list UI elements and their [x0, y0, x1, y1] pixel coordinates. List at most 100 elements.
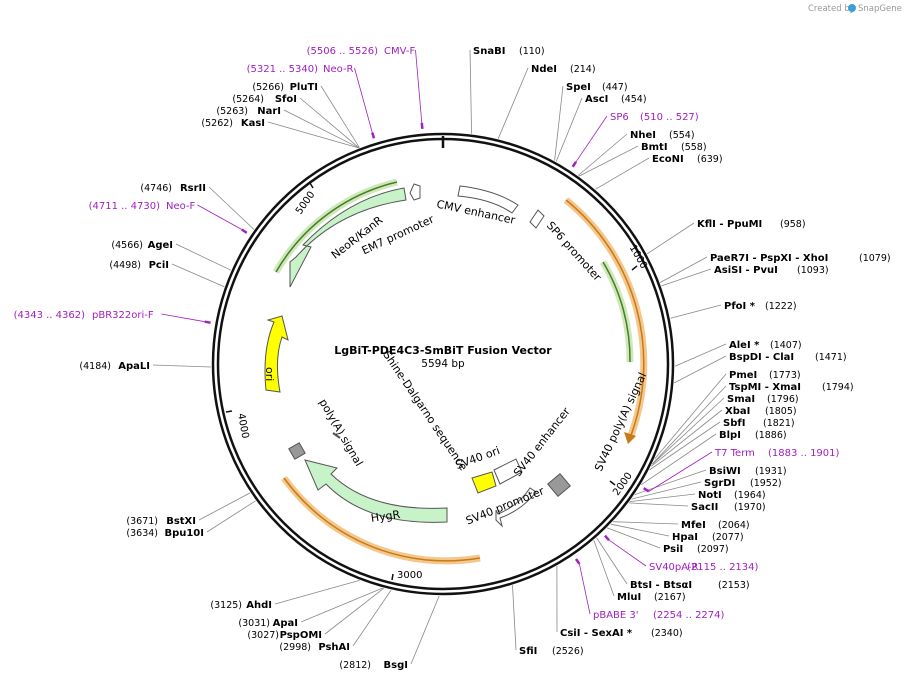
site-name-bsiwi[interactable]: BsiWI: [709, 466, 741, 477]
site-line-kasi: [268, 122, 359, 148]
site-pos-blpi: (1886): [755, 430, 787, 441]
site-line-noti: [630, 494, 695, 502]
site-name-bsgi[interactable]: BsgI: [384, 660, 408, 671]
site-pos-hpai: (2077): [712, 532, 744, 543]
site-name-asci[interactable]: AscI: [585, 94, 608, 105]
site-name-sfii[interactable]: SfiI: [519, 646, 537, 657]
site-pos-pluti: (5266): [252, 82, 284, 93]
site-pos-sgrdi: (1952): [750, 478, 782, 489]
primer-mark-neo-f: [242, 230, 247, 233]
site-name-pcii[interactable]: PciI: [149, 260, 169, 271]
site-name-csii-sexai[interactable]: CsiI - SexAI *: [560, 628, 633, 639]
site-name-hpai[interactable]: HpaI: [672, 532, 698, 543]
site-line-mfei: [613, 522, 678, 524]
site-pos-psii: (2097): [697, 544, 729, 555]
site-name-blpi[interactable]: BlpI: [719, 430, 741, 441]
feature-label-sv40-ori: SV40 ori: [454, 444, 502, 472]
polya-signal-feature[interactable]: [289, 443, 305, 459]
site-pos-bmti: (558): [681, 142, 707, 153]
feature-label-hygr: HygR: [370, 508, 401, 525]
site-name-apai[interactable]: ApaI: [273, 618, 298, 629]
site-line-bpu10i: [207, 501, 256, 532]
site-name-tspmi-xmai[interactable]: TspMI - XmaI: [729, 382, 801, 393]
sv40-polya-feature[interactable]: [548, 474, 571, 497]
site-name-bmti[interactable]: BmtI: [641, 142, 668, 153]
primer-name-t7-term[interactable]: T7 Term: [714, 448, 755, 459]
map-length: 5594 bp: [421, 358, 465, 370]
primer-mark-neo-r: [372, 133, 374, 139]
site-name-snabi[interactable]: SnaBI: [473, 46, 505, 57]
site-name-pshai[interactable]: PshAI: [318, 642, 350, 653]
site-labels: SnaBI(110)NdeI(214)SpeI(447)AscI(454)Nhe…: [79, 46, 890, 671]
site-line-pmei: [655, 374, 726, 459]
sv40-ori-feature[interactable]: [472, 472, 496, 493]
site-name-sbfi[interactable]: SbfI: [723, 418, 745, 429]
primer-line-sv40pa-r: [609, 540, 646, 566]
site-name-ndei[interactable]: NdeI: [531, 64, 557, 75]
site-name-bstxi[interactable]: BstXI: [166, 516, 196, 527]
em7-promoter-feature[interactable]: [410, 184, 420, 200]
site-name-noti[interactable]: NotI: [698, 490, 722, 501]
site-pos-econi: (639): [697, 154, 723, 165]
site-name-nhei[interactable]: NheI: [630, 130, 656, 141]
primer-mark-pbr322ori-f: [205, 322, 211, 323]
site-line-hpai: [611, 524, 669, 536]
primer-pos-sp6: (510 .. 527): [640, 112, 699, 123]
site-name-econi[interactable]: EcoNI: [652, 154, 684, 165]
map-title: LgBiT-PDE4C3-SmBiT Fusion Vector: [334, 344, 552, 357]
snapgene-logo-icon: [848, 4, 856, 12]
site-name-nari[interactable]: NarI: [257, 106, 281, 117]
sp6-promoter-feature[interactable]: [530, 210, 544, 228]
primer-name-pbabe-3[interactable]: pBABE 3': [593, 610, 639, 621]
tick-2000-mark: [610, 481, 615, 485]
primer-name-neo-r[interactable]: Neo-R: [323, 64, 354, 75]
primer-name-neo-f[interactable]: Neo-F: [166, 201, 196, 212]
site-line-agei: [176, 244, 231, 270]
site-name-kfli-ppumi[interactable]: KflI - PpuMI: [697, 219, 762, 230]
site-name-sfoi[interactable]: SfoI: [275, 94, 297, 105]
site-name-agei[interactable]: AgeI: [148, 240, 173, 251]
site-pos-bpu10i: (3634): [126, 528, 158, 539]
site-name-xbai[interactable]: XbaI: [725, 406, 750, 417]
site-pos-pcii: (4498): [109, 260, 141, 271]
site-name-rsrii[interactable]: RsrII: [180, 183, 206, 194]
site-line-pspomi: [325, 588, 384, 634]
site-pos-rsrii: (4746): [140, 183, 172, 194]
site-name-kasi[interactable]: KasI: [241, 118, 265, 129]
feature-label-sv40-promoter: SV40 promoter: [464, 484, 546, 527]
site-name-alei[interactable]: AleI *: [729, 340, 760, 351]
site-pos-sbfi: (1821): [763, 418, 795, 429]
site-line-bmti: [579, 146, 638, 176]
site-name-spei[interactable]: SpeI: [566, 82, 591, 93]
site-line-pshai: [353, 590, 391, 646]
site-name-psii[interactable]: PsiI: [663, 544, 683, 555]
site-name-paer7i-pspxi-xhoi[interactable]: PaeR7I - PspXI - XhoI: [710, 253, 828, 264]
primer-name-sp6[interactable]: SP6: [610, 112, 629, 123]
feature-label-polya-signal: poly(A) signal: [316, 397, 365, 469]
site-name-mlui[interactable]: MluI: [617, 592, 641, 603]
site-line-ndei: [498, 68, 528, 139]
site-name-smai[interactable]: SmaI: [727, 394, 755, 405]
site-pos-btsi-bts-i: (2153): [718, 580, 750, 591]
site-name-mfei[interactable]: MfeI: [681, 520, 706, 531]
site-name-pfoi[interactable]: PfoI *: [724, 301, 756, 312]
primer-line-cmv-f: [416, 50, 422, 123]
site-name-sgrdi[interactable]: SgrDI: [704, 478, 735, 489]
site-pos-sacii: (1970): [734, 502, 766, 513]
site-name-pmei[interactable]: PmeI: [729, 370, 757, 381]
site-name-sacii[interactable]: SacII: [691, 502, 718, 513]
site-name-apali[interactable]: ApaLI: [118, 361, 150, 372]
site-name-btsi-bts-i[interactable]: BtsI - BtsαI: [630, 580, 692, 591]
primer-name-pbr322ori-f[interactable]: pBR322ori-F: [92, 310, 154, 321]
site-name-bpu10i[interactable]: Bpu10I: [164, 528, 204, 539]
site-name-ahdi[interactable]: AhdI: [246, 600, 272, 611]
site-name-bspdi-clai[interactable]: BspDI - ClaI: [729, 352, 794, 363]
site-name-pspomi[interactable]: PspOMI: [280, 630, 322, 641]
site-name-pluti[interactable]: PluTI: [290, 82, 318, 93]
site-name-asisi-pvui[interactable]: AsiSI - PvuI: [714, 265, 778, 276]
primer-name-cmv-f[interactable]: CMV-F: [384, 46, 415, 57]
primer-line-pbabe-3: [579, 564, 590, 614]
site-pos-kfli-ppumi: (958): [780, 219, 806, 230]
site-line-econi: [596, 158, 649, 189]
